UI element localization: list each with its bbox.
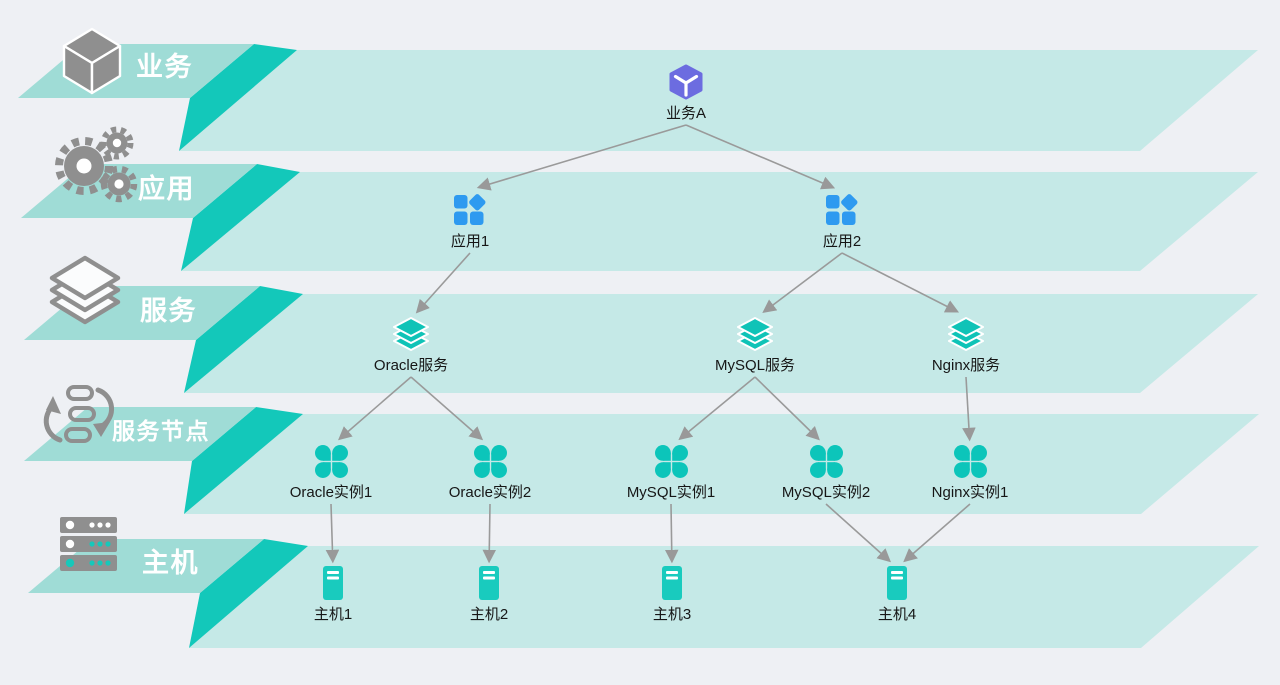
layer-fold	[181, 164, 300, 271]
layer-fold	[179, 44, 297, 151]
layer-label-service: 服务	[140, 296, 197, 326]
node-label: MySQL实例2	[781, 484, 871, 501]
layer-band	[189, 546, 1259, 648]
host-tower-icon	[831, 565, 963, 601]
layer-row-service-node: 服务节点	[24, 385, 1259, 514]
node-label: Oracle服务	[373, 357, 449, 374]
layer-label-host: 主机	[142, 548, 199, 578]
app-grid-icon	[776, 192, 908, 228]
node-oracle-instance-1: Oracle实例1	[265, 443, 397, 502]
server-rack-icon	[60, 517, 117, 571]
node-label: Oracle实例2	[448, 484, 532, 501]
node-oracle-instance-2: Oracle实例2	[424, 443, 556, 502]
host-tower-icon	[606, 565, 738, 601]
node-label: 业务A	[665, 105, 706, 122]
layer-row-application: 应用	[21, 126, 1258, 271]
cycle-icon	[43, 385, 115, 443]
host-tower-icon	[267, 565, 399, 601]
node-host-4: 主机4	[831, 565, 963, 624]
layer-label-business: 业务	[136, 52, 193, 82]
instance-clover-icon	[904, 443, 1036, 479]
layer-fold	[184, 407, 303, 514]
node-label: Nginx服务	[931, 357, 1001, 374]
instance-clover-icon	[605, 443, 737, 479]
node-host-3: 主机3	[606, 565, 738, 624]
node-host-1: 主机1	[267, 565, 399, 624]
node-mysql-service: MySQL服务	[689, 316, 821, 375]
node-host-2: 主机2	[423, 565, 555, 624]
node-label: MySQL实例1	[626, 484, 716, 501]
host-tower-icon	[423, 565, 555, 601]
node-business-a: 业务A	[620, 64, 752, 123]
layer-strip	[28, 539, 264, 593]
node-app-2: 应用2	[776, 192, 908, 251]
layer-row-business: 业务	[18, 27, 1258, 151]
cube-node-icon	[620, 64, 752, 100]
layer-row-host: 主机	[28, 517, 1259, 648]
layers-icon	[49, 255, 121, 325]
gears-icon	[55, 126, 138, 203]
service-stack-icon	[900, 316, 1032, 352]
layer-fold	[184, 286, 303, 393]
layer-band	[179, 50, 1258, 151]
service-stack-icon	[345, 316, 477, 352]
layer-label-application: 应用	[138, 173, 195, 204]
node-label: MySQL服务	[714, 357, 795, 374]
layer-row-service: 服务	[24, 255, 1258, 393]
layer-label-service-node: 服务节点	[112, 418, 210, 444]
node-label: 应用2	[822, 233, 862, 250]
service-stack-icon	[689, 316, 821, 352]
node-nginx-instance-1: Nginx实例1	[904, 443, 1036, 502]
node-label: Oracle实例1	[289, 484, 373, 501]
node-app-1: 应用1	[404, 192, 536, 251]
cube-icon	[62, 27, 122, 95]
node-oracle-service: Oracle服务	[345, 316, 477, 375]
node-label: Nginx实例1	[931, 484, 1009, 501]
node-mysql-instance-2: MySQL实例2	[760, 443, 892, 502]
layer-band	[184, 294, 1258, 393]
node-label: 应用1	[450, 233, 490, 250]
instance-clover-icon	[265, 443, 397, 479]
node-label: 主机4	[877, 606, 917, 623]
node-mysql-instance-1: MySQL实例1	[605, 443, 737, 502]
layer-band	[184, 414, 1259, 514]
node-label: 主机2	[469, 606, 509, 623]
instance-clover-icon	[424, 443, 556, 479]
layer-band	[181, 172, 1258, 271]
node-label: 主机3	[652, 606, 692, 623]
node-label: 主机1	[313, 606, 353, 623]
node-nginx-service: Nginx服务	[900, 316, 1032, 375]
layer-fold	[189, 539, 308, 648]
app-grid-icon	[404, 192, 536, 228]
instance-clover-icon	[760, 443, 892, 479]
